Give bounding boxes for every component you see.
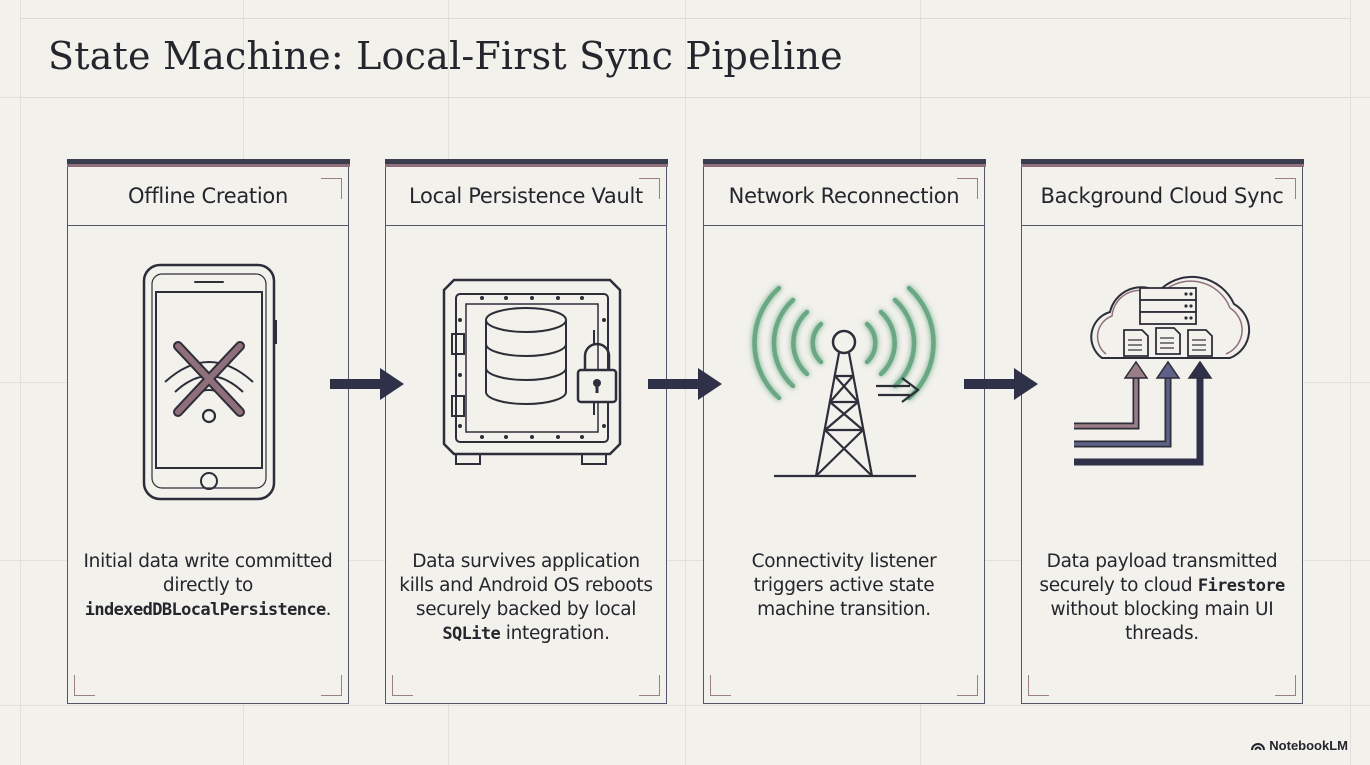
card-top-bar <box>66 158 350 167</box>
card-header: Network Reconnection <box>704 167 984 226</box>
brand-watermark: NotebookLM <box>1251 738 1348 753</box>
description-text: without blocking main UI threads. <box>1050 599 1274 644</box>
offline-phone-icon <box>142 263 277 501</box>
card-top-bar <box>702 158 986 167</box>
card-header: Local Persistence Vault <box>386 167 666 226</box>
stage-card-network-reconnection: Network Reconnection <box>702 158 986 704</box>
description-text: Data survives application kills and Andr… <box>399 551 653 620</box>
corner-mark <box>957 675 978 696</box>
corner-mark <box>1275 178 1296 199</box>
flow-arrow-icon <box>648 368 722 400</box>
stage-description: Initial data write committed directly to… <box>78 550 338 622</box>
corner-mark <box>957 178 978 199</box>
brand-name: NotebookLM <box>1269 738 1348 753</box>
corner-mark <box>392 675 413 696</box>
stage-title: Network Reconnection <box>728 184 960 208</box>
page-title: State Machine: Local-First Sync Pipeline <box>48 34 843 78</box>
stage-title: Local Persistence Vault <box>409 184 643 208</box>
stage-description: Data payload transmitted securely to clo… <box>1032 550 1292 646</box>
grid-line <box>1350 0 1351 765</box>
stage-card-local-persistence-vault: Local Persistence Vault Data survives ap… <box>384 158 668 704</box>
corner-mark <box>639 675 660 696</box>
cloud-sync-icon <box>1074 275 1251 466</box>
corner-mark <box>321 178 342 199</box>
corner-mark <box>710 675 731 696</box>
title-band <box>20 18 1350 98</box>
notebooklm-logo-icon <box>1251 743 1266 751</box>
stage-card-background-cloud-sync: Background Cloud Sync <box>1020 158 1304 704</box>
card-header: Offline Creation <box>68 167 348 226</box>
corner-mark <box>639 178 660 199</box>
description-text: Initial data write committed directly to <box>83 551 333 596</box>
description-text: . <box>325 599 332 620</box>
corner-mark <box>1028 675 1049 696</box>
flow-arrow-icon <box>964 368 1038 400</box>
code-term: indexedDBLocalPersistence <box>84 600 326 620</box>
stage-description: Data survives application kills and Andr… <box>396 550 656 646</box>
corner-mark <box>74 675 95 696</box>
stage-title: Offline Creation <box>128 184 288 208</box>
code-term: SQLite <box>442 624 501 644</box>
vault-database-lock-icon <box>442 278 622 465</box>
stage-description: Connectivity listener triggers active st… <box>751 551 937 620</box>
card-top-bar <box>1020 158 1304 167</box>
stage-title: Background Cloud Sync <box>1040 184 1284 208</box>
grid-line <box>20 0 21 765</box>
flow-arrow-icon <box>330 368 404 400</box>
description-text: Data payload transmitted securely to clo… <box>1039 551 1278 596</box>
corner-mark <box>321 675 342 696</box>
corner-mark <box>1275 675 1296 696</box>
card-header: Background Cloud Sync <box>1022 167 1302 226</box>
card-top-bar <box>384 158 668 167</box>
code-term: Firestore <box>1197 576 1285 596</box>
stage-card-offline-creation: Offline Creation Initial data write comm… <box>66 158 350 704</box>
signal-tower-icon <box>752 285 936 478</box>
description-text: integration. <box>505 623 610 644</box>
